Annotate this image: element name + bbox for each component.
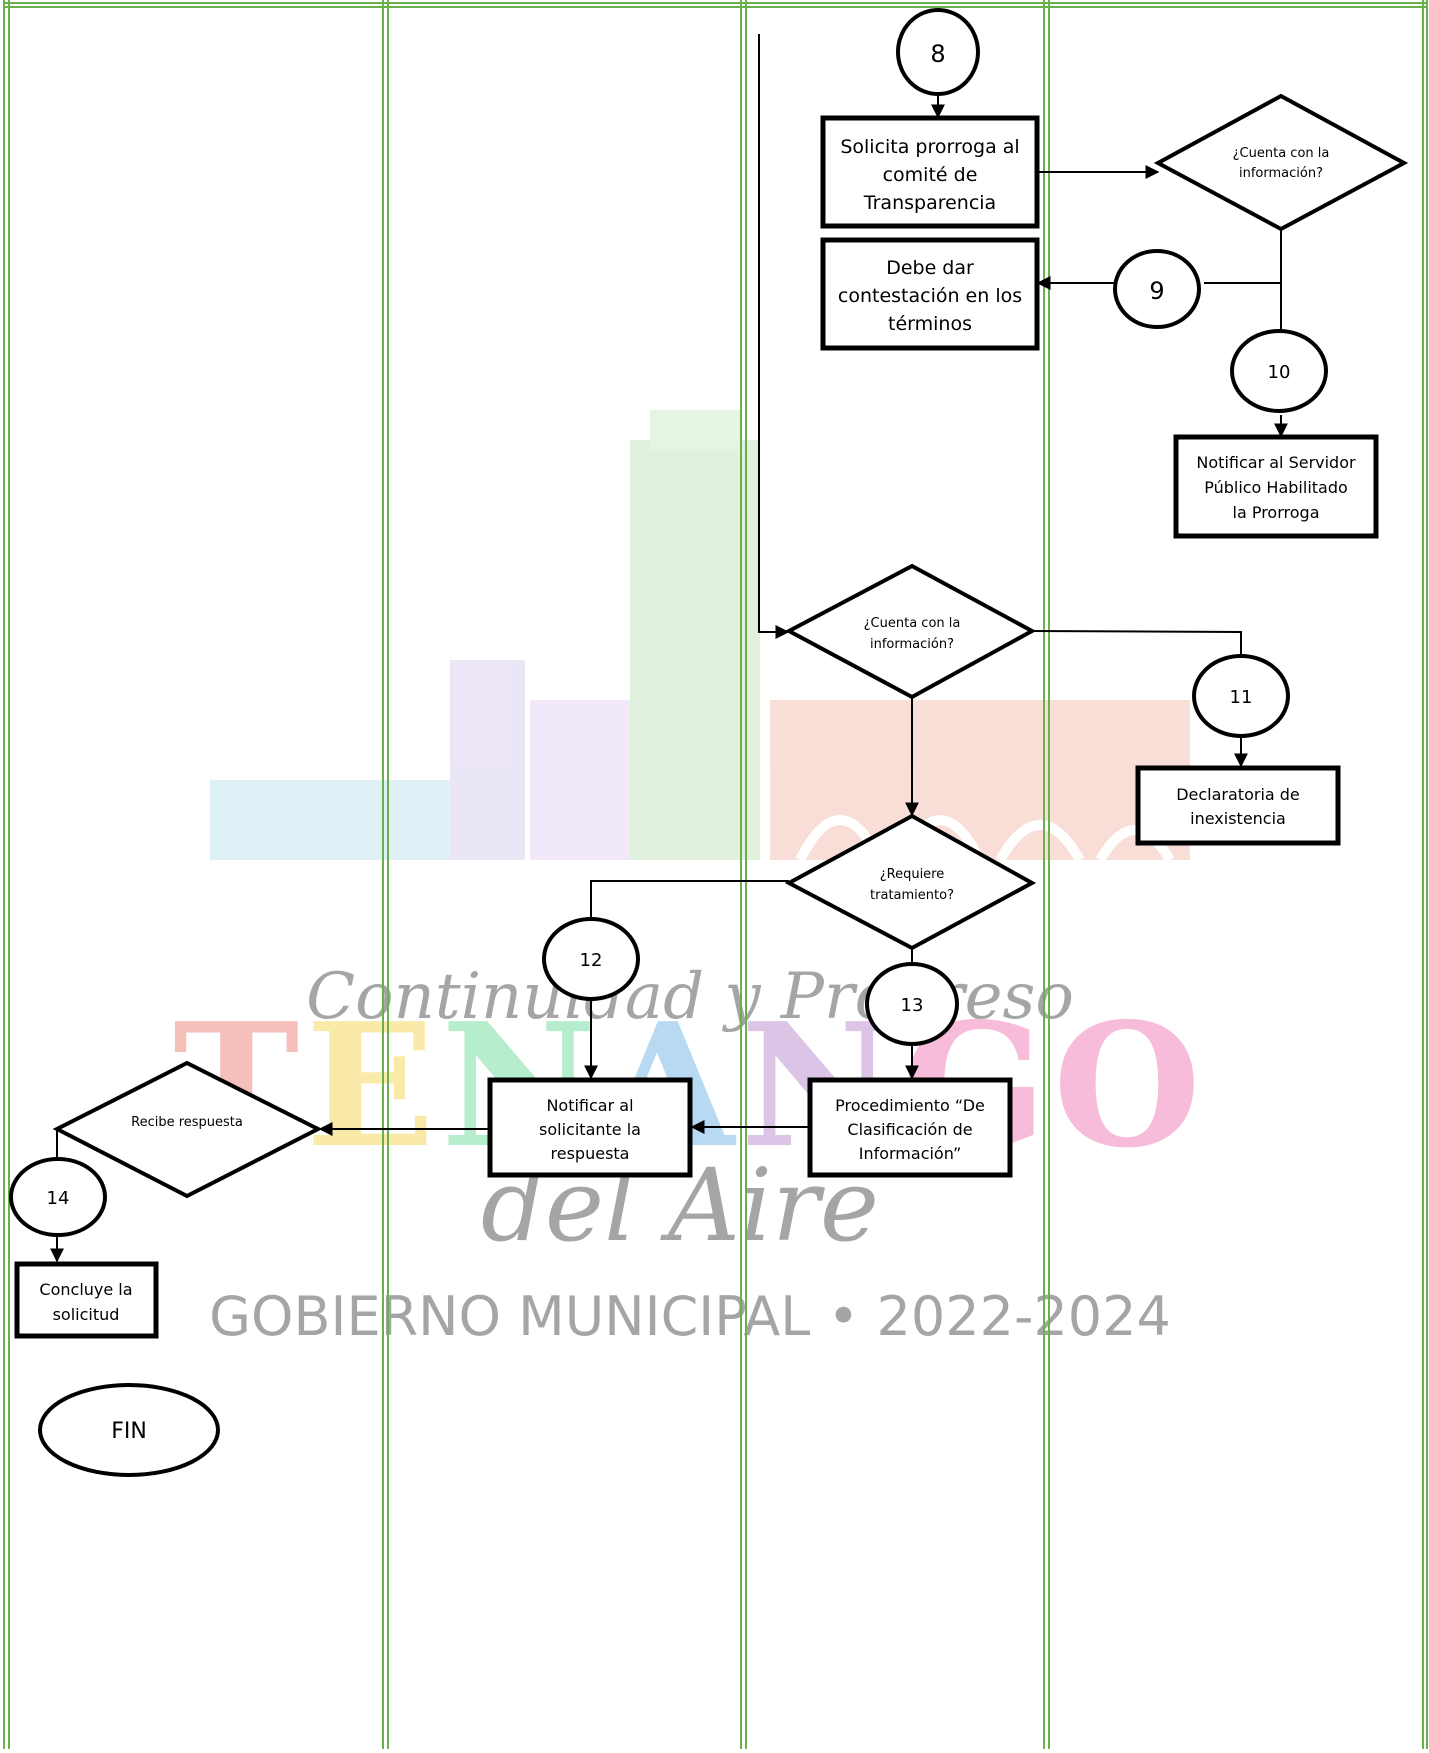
watermark-town-letter: E xyxy=(305,986,441,1186)
flow-decision-to-11 xyxy=(1032,631,1241,656)
process-declaratoria-line: Declaratoria de xyxy=(1176,785,1300,804)
connector-14-label: 14 xyxy=(47,1188,70,1209)
connector-8-label: 8 xyxy=(930,40,945,68)
process-solicita-line: Transparencia xyxy=(863,192,996,214)
decision-mid-line: ¿Cuenta con la xyxy=(864,616,961,631)
process-notificar-servidor-line: Notificar al Servidor xyxy=(1196,453,1356,472)
process-notificar-servidor-line: Público Habilitado xyxy=(1204,478,1348,497)
process-notificar-solicitante-line: Notificar al xyxy=(546,1096,633,1115)
connector-11: 11 xyxy=(1194,656,1288,736)
watermark: Continuidad y Progreso TENANGO del Aire … xyxy=(173,410,1207,1348)
process-concluye-line: Concluye la xyxy=(39,1280,132,1299)
decision-recibe-line: Recibe respuesta xyxy=(131,1115,243,1130)
connector-13-label: 13 xyxy=(901,995,924,1016)
connector-12: 12 xyxy=(544,919,638,999)
process-debe-dar-contestacion: Debe dar contestación en los términos xyxy=(823,240,1037,348)
process-procedimiento-line: Información” xyxy=(859,1144,962,1163)
flow-requiere-to-12 xyxy=(591,881,789,921)
decision-top-line: información? xyxy=(1239,166,1323,181)
process-declaratoria-line: inexistencia xyxy=(1190,809,1286,828)
decision-requiere-line: ¿Requiere xyxy=(880,867,945,882)
process-debe-line: términos xyxy=(888,313,972,335)
connector-8: 8 xyxy=(898,10,978,94)
process-procedimiento-line: Clasificación de xyxy=(847,1120,972,1139)
process-procedimiento-clasificacion: Procedimiento “De Clasificación de Infor… xyxy=(810,1080,1010,1175)
process-debe-line: contestación en los xyxy=(838,285,1022,307)
process-solicita-prorroga: Solicita prorroga al comité de Transpare… xyxy=(823,118,1037,226)
connector-11-label: 11 xyxy=(1230,687,1253,708)
process-solicita-line: Solicita prorroga al xyxy=(840,136,1019,158)
process-notificar-solicitante-line: respuesta xyxy=(551,1144,630,1163)
connector-13: 13 xyxy=(867,964,957,1044)
process-procedimiento-line: Procedimiento “De xyxy=(835,1096,985,1115)
process-notificar-solicitante-line: solicitante la xyxy=(539,1120,641,1139)
decision-mid-line: información? xyxy=(870,637,954,652)
incoming-flow-line xyxy=(759,34,788,632)
terminal-fin: FIN xyxy=(40,1385,218,1475)
connector-10: 10 xyxy=(1232,331,1326,411)
decision-top-line: ¿Cuenta con la xyxy=(1233,146,1330,161)
process-declaratoria-inexistencia: Declaratoria de inexistencia xyxy=(1138,768,1338,843)
connector-12-label: 12 xyxy=(580,950,603,971)
connector-9-label: 9 xyxy=(1149,277,1164,305)
process-notificar-solicitante: Notificar al solicitante la respuesta xyxy=(490,1080,690,1175)
decision-requiere-line: tratamiento? xyxy=(870,888,954,903)
connector-14: 14 xyxy=(11,1159,105,1235)
swimlanes xyxy=(4,0,1427,1749)
process-concluye-line: solicitud xyxy=(53,1305,120,1324)
decision-cuenta-informacion-mid: ¿Cuenta con la información? xyxy=(789,566,1032,697)
process-solicita-line: comité de xyxy=(883,164,978,186)
process-concluye-solicitud: Concluye la solicitud xyxy=(17,1264,156,1336)
connector-10-label: 10 xyxy=(1268,362,1291,383)
watermark-town-letter: O xyxy=(1053,986,1207,1186)
watermark-government: GOBIERNO MUNICIPAL • 2022-2024 xyxy=(209,1285,1171,1348)
process-debe-line: Debe dar xyxy=(886,257,974,279)
process-notificar-servidor-line: la Prorroga xyxy=(1233,503,1320,522)
terminal-fin-label: FIN xyxy=(111,1419,147,1444)
decision-cuenta-informacion-top: ¿Cuenta con la información? xyxy=(1158,96,1404,229)
process-notificar-servidor: Notificar al Servidor Público Habilitado… xyxy=(1176,437,1376,536)
connector-9: 9 xyxy=(1115,251,1199,327)
